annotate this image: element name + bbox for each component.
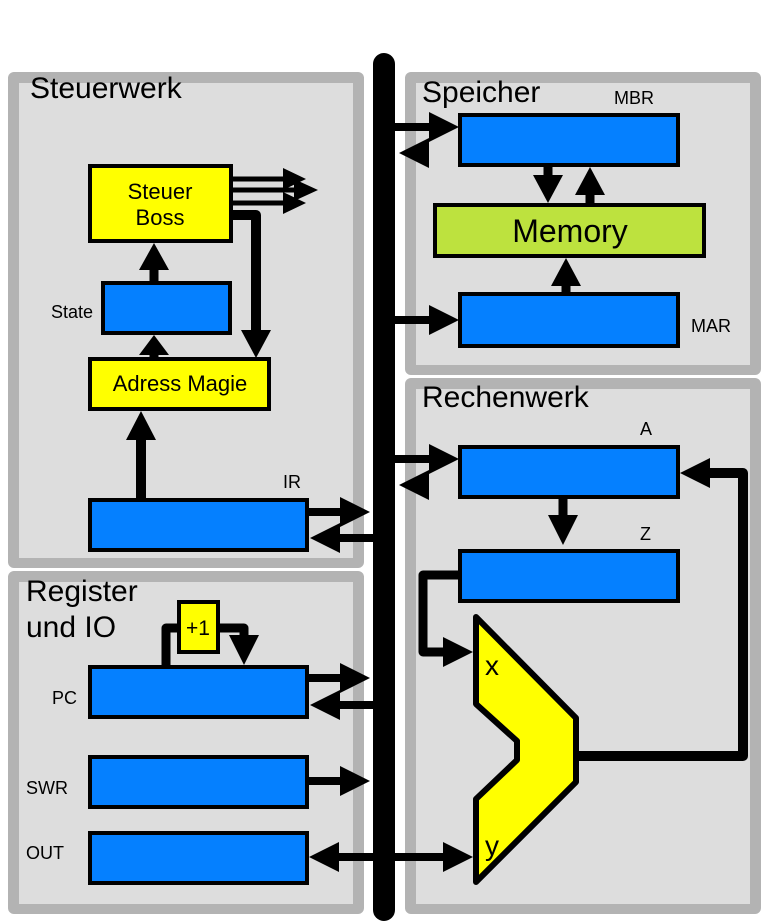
alu-x-label: x — [485, 650, 499, 681]
mar-memory-arrow — [551, 258, 581, 294]
out-alu-y-arrow — [309, 842, 473, 872]
state-register — [101, 281, 232, 335]
mbr-label: MBR — [614, 88, 654, 108]
swr-label: SWR — [26, 778, 68, 798]
a-to-z-arrow — [548, 499, 578, 545]
ir-to-adress-arrow — [126, 411, 156, 500]
pc-register — [88, 665, 309, 719]
a-label: A — [640, 419, 652, 439]
panel-title-speicher: Speicher — [422, 76, 540, 109]
alu-y-label: y — [485, 830, 499, 861]
swr-bus-arrow — [309, 766, 370, 796]
panel-title-steuerwerk: Steuerwerk — [30, 72, 183, 105]
panel-title-und-io: und IO — [26, 611, 116, 644]
steuer-boss-line2: Boss — [136, 205, 185, 230]
alu-to-a-feedback-arrow — [577, 458, 748, 761]
a-bus-arrows — [395, 444, 459, 500]
z-to-alu-x-arrow — [418, 570, 473, 667]
panel-title-register: Register — [26, 575, 138, 608]
panel-title-rechenwerk: Rechenwerk — [422, 381, 590, 414]
adress-to-state-arrow — [139, 335, 169, 359]
memory-label: Memory — [512, 213, 628, 249]
ir-label: IR — [283, 472, 301, 492]
boss-to-adress-arrow — [233, 210, 271, 358]
mbr-register — [458, 113, 680, 167]
adress-magie-label: Adress Magie — [113, 371, 248, 396]
adress-magie-box: Adress Magie — [88, 357, 271, 411]
ir-bus-arrows — [309, 497, 373, 553]
pc-increment-loop — [161, 623, 259, 666]
ir-register — [88, 498, 309, 552]
memory-box: Memory — [433, 203, 706, 258]
steuer-boss-box: Steuer Boss — [88, 164, 233, 243]
control-signal-arrows — [233, 168, 318, 214]
z-register — [458, 549, 680, 603]
pc-label: PC — [52, 688, 77, 708]
increment-label: +1 — [186, 617, 210, 640]
alu: x y — [473, 614, 579, 885]
mar-register — [458, 292, 680, 348]
mar-label: MAR — [691, 316, 731, 336]
z-label: Z — [640, 524, 651, 544]
a-register — [458, 445, 680, 499]
state-label: State — [51, 302, 93, 322]
out-label: OUT — [26, 843, 64, 863]
swr-register — [88, 755, 309, 809]
mbr-memory-arrows — [533, 167, 605, 205]
pc-bus-arrows — [309, 663, 373, 720]
mar-bus-arrow — [395, 305, 459, 335]
out-register — [88, 831, 309, 885]
mbr-bus-arrows — [395, 112, 459, 168]
steuer-boss-line1: Steuer — [128, 179, 193, 204]
state-to-boss-arrow — [139, 243, 169, 283]
increment-box: +1 — [177, 600, 220, 654]
